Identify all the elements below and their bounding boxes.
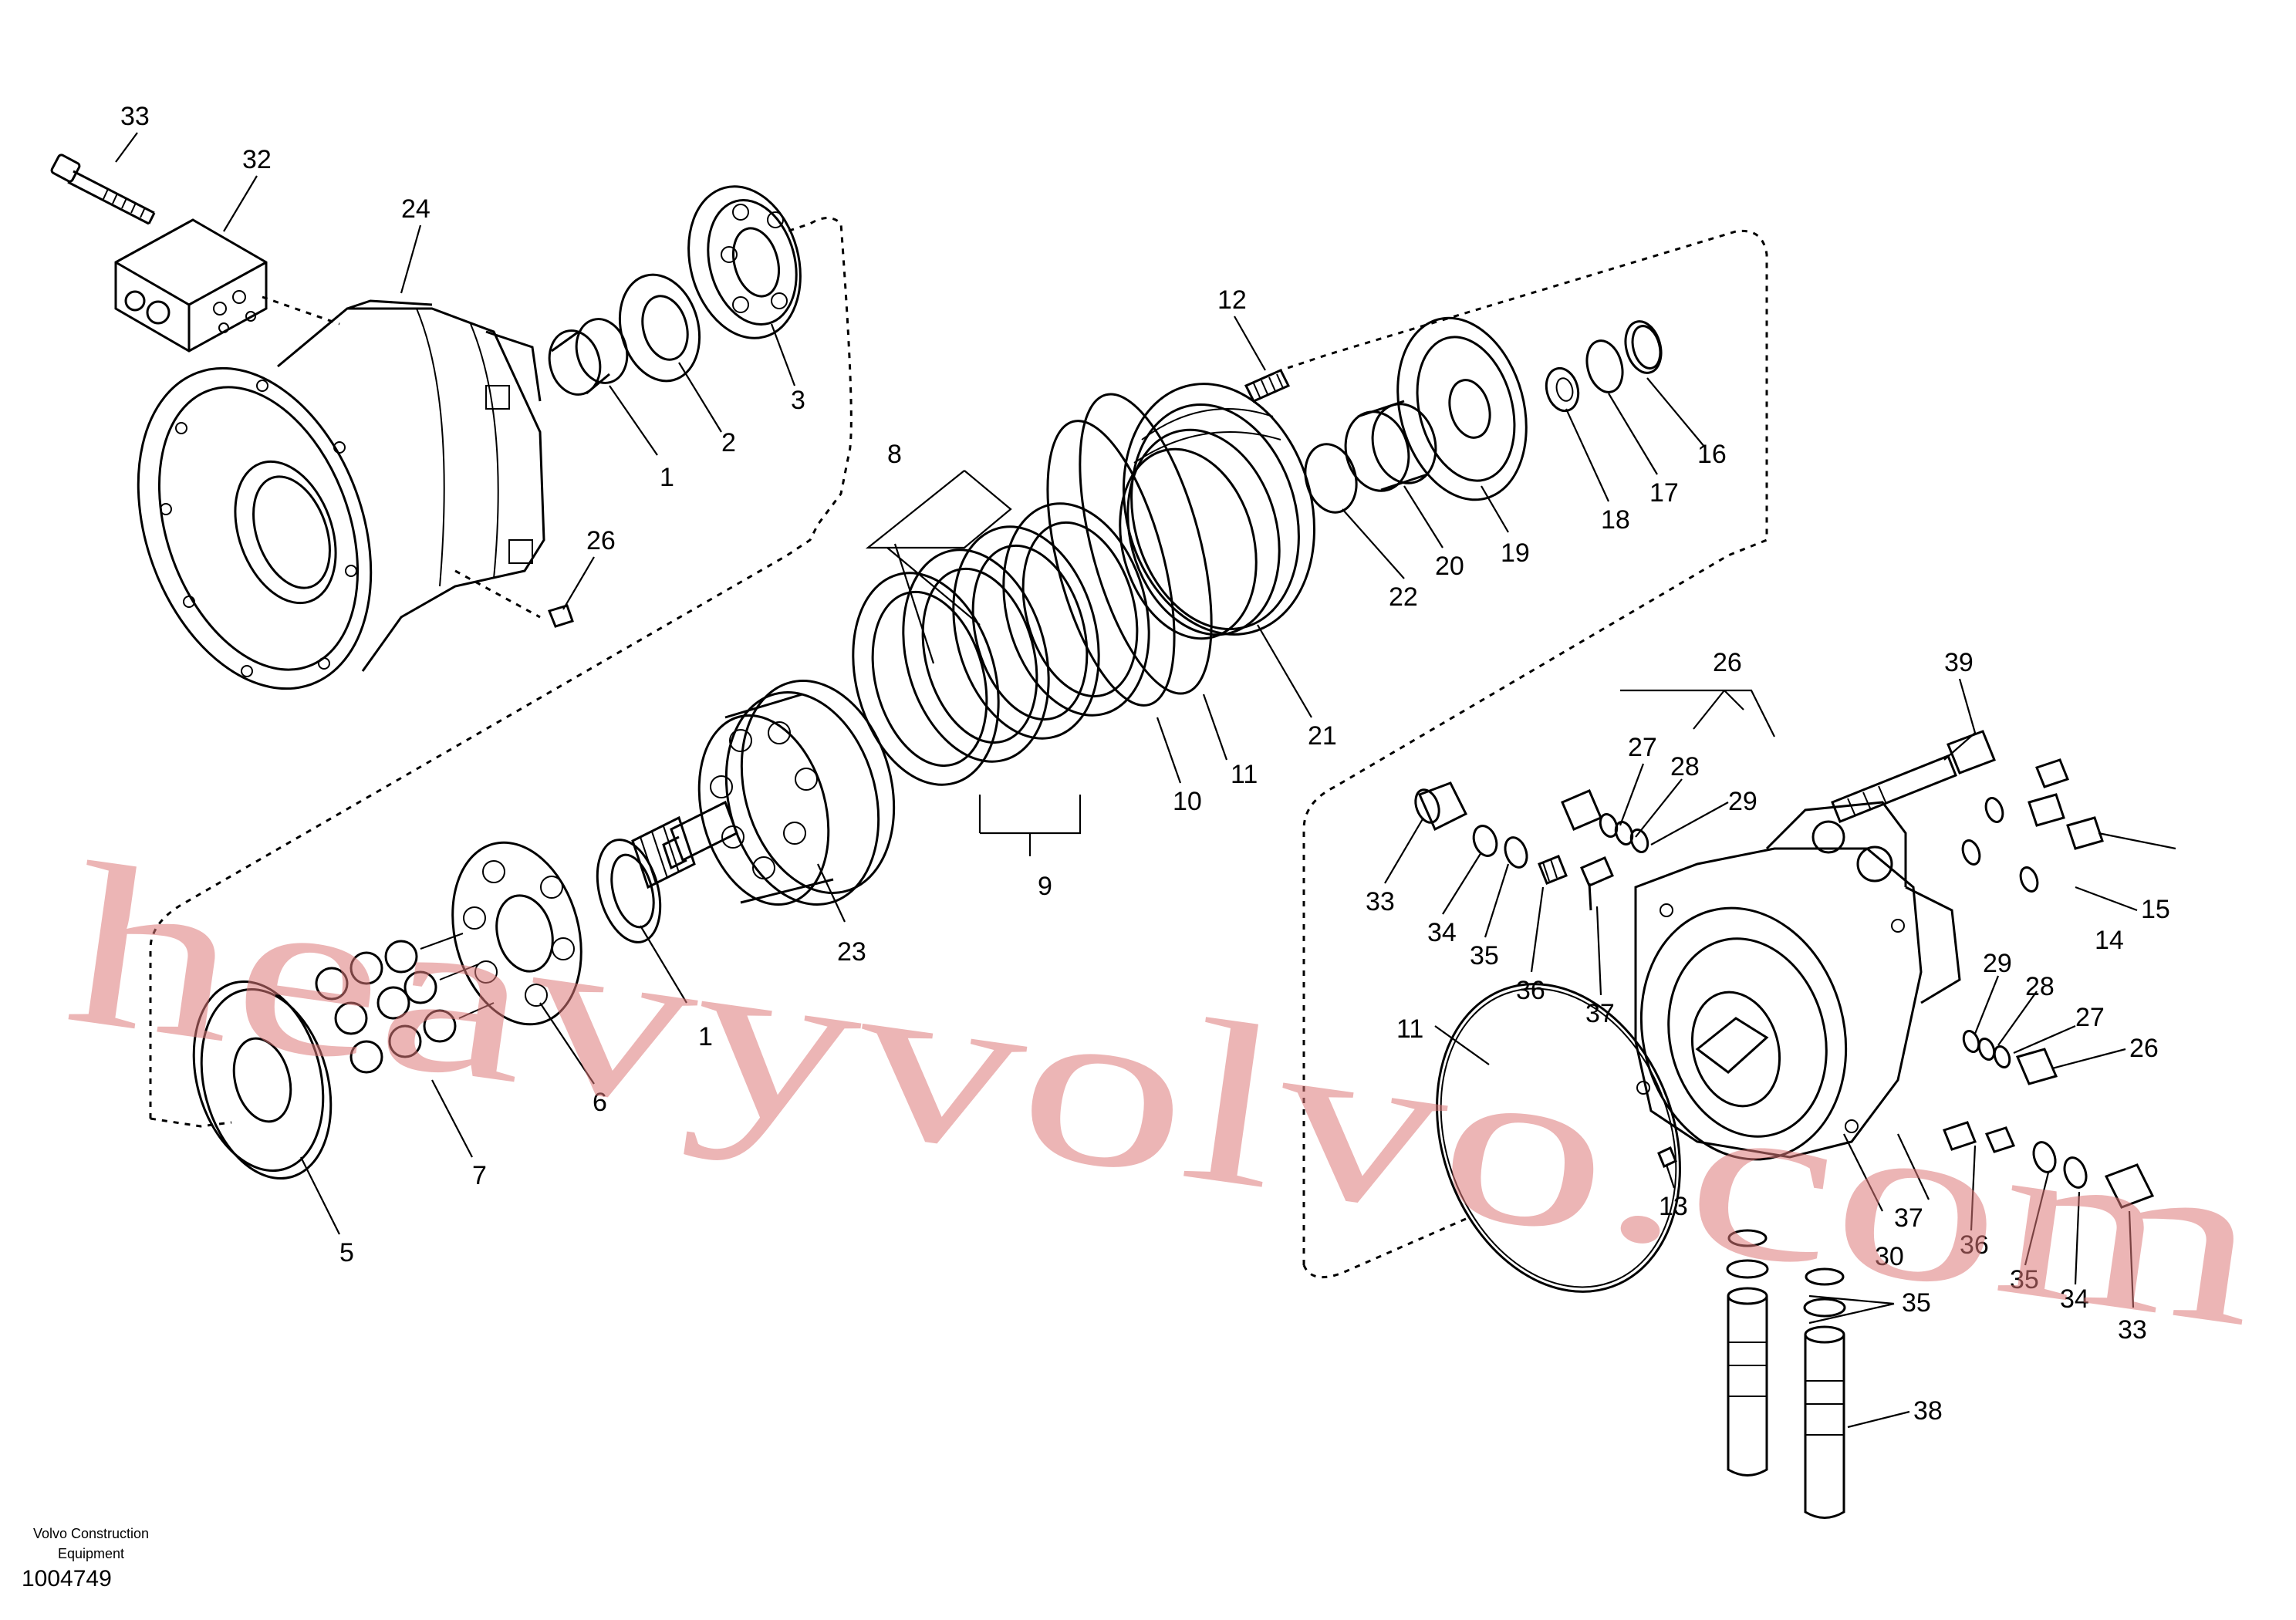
callout-38: 38 [1913,1396,1943,1426]
callout-21: 21 [1308,721,1337,751]
seal-ring-2 [618,273,701,383]
callout-26-upper: 26 [1713,648,1742,677]
callout-25: 26 [586,526,616,555]
callout-14: 14 [2095,926,2124,955]
watermark: heavyvolvo.com [55,815,2275,1375]
bushing-20 [1344,400,1437,492]
group-boundary-upper-2 [150,1117,232,1128]
callout-labels: 33 32 24 26 1 2 3 12 8 9 10 11 21 22 20 … [120,102,2170,1426]
callout-27-upper: 27 [1628,733,1657,762]
callout-19: 19 [1501,538,1530,568]
callout-33-right: 33 [2118,1315,2147,1345]
callout-13: 13 [1659,1192,1688,1221]
o-ring-11-large [1436,983,1681,1293]
retainer-plate-6 [451,841,582,1026]
callout-24: 24 [401,194,430,224]
callout-11-upper: 11 [1231,760,1258,789]
callout-1-lower: 1 [698,1022,713,1051]
motor-housing-24 [137,299,545,690]
callout-34-right: 34 [2060,1284,2089,1314]
callout-11-lower: 11 [1396,1014,1423,1044]
pistons-7 [315,933,495,1074]
callout-27-right: 27 [2075,1003,2105,1032]
swash-plate-5 [192,980,333,1180]
housing-alignment-line [262,295,541,619]
washer-18 [1545,366,1580,413]
callout-20: 20 [1435,552,1464,581]
callout-18: 18 [1601,505,1630,535]
callout-2: 2 [721,428,736,457]
callout-34-left: 34 [1427,918,1457,947]
callout-23: 23 [837,937,866,967]
friction-plates-8-9 [852,502,1150,786]
bushing-1-lower [596,839,662,943]
valve-spools-38 [1726,1229,1846,1519]
callout-12: 12 [1217,285,1247,315]
bolt-39 [1831,730,1996,823]
relief-valve-right [1943,1029,2155,1209]
bearing-3 [687,185,802,339]
o-rings-10-11 [1046,393,1213,707]
callout-3: 3 [791,386,805,415]
ring-17 [1585,339,1624,393]
company-caption: Volvo Construction Equipment [32,1526,150,1561]
callout-29-upper: 29 [1728,787,1757,816]
rear-cover-30 [1634,801,1961,1161]
callout-35-right: 35 [2010,1265,2039,1294]
callout-35-lower: 35 [1902,1288,1931,1318]
callout-5: 5 [339,1238,354,1267]
relief-valve-left [1414,781,1649,911]
callout-31: 32 [242,145,272,174]
document-number: 1004749 [22,1566,112,1591]
snap-ring-22 [1304,443,1358,514]
callout-1-upper: 1 [660,463,674,492]
o-rings-14 [1961,797,2039,893]
callout-22: 22 [1389,582,1418,612]
callout-7: 7 [472,1161,487,1190]
plugs-15 [2028,758,2104,850]
group-boundary-right-2 [1302,1217,1467,1279]
callout-10: 10 [1173,787,1202,816]
callout-37-right: 37 [1894,1203,1923,1233]
callout-30: 30 [1875,1242,1904,1271]
cylinder-block-23 [662,680,896,906]
callout-35-left: 35 [1470,941,1499,970]
callout-8: 8 [887,440,902,469]
spring-12 [1244,369,1291,403]
callout-15: 15 [2141,895,2170,924]
callout-32: 33 [120,102,150,131]
callout-39: 39 [1944,648,1974,677]
ring-16 [1624,320,1663,374]
brake-piston-21 [1119,383,1316,640]
bolt-32 [50,154,156,225]
pin-13 [1657,1146,1677,1169]
callout-37-left: 37 [1585,999,1615,1028]
callout-28-right: 28 [2025,972,2055,1001]
valve-block-31 [114,218,268,353]
group-boundary-upper [149,217,853,1119]
callout-6: 6 [593,1088,607,1117]
plug-25 [548,604,574,628]
callout-29-right: 29 [1983,949,2012,978]
group-boundary-right [1280,229,1768,1265]
callout-16: 16 [1697,440,1727,469]
valve-plate-19 [1396,316,1528,501]
callout-26-right: 26 [2129,1034,2159,1063]
leader-lines [115,132,2176,1429]
callout-28-upper: 28 [1670,752,1700,781]
callout-9: 9 [1038,872,1052,901]
callout-17: 17 [1649,478,1679,508]
callout-36-left: 36 [1516,976,1545,1005]
callout-36-right: 36 [1960,1230,1989,1260]
callout-33-left: 33 [1366,887,1395,916]
